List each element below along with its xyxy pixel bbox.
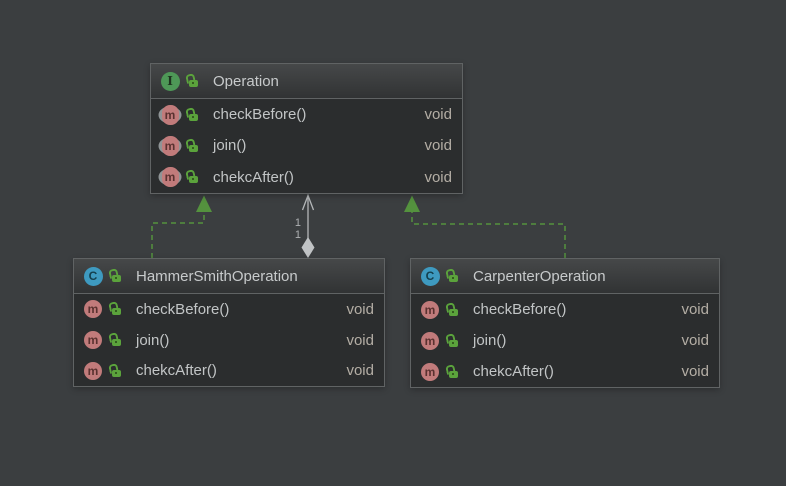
- method-row[interactable]: m chekcAfter() void: [74, 355, 384, 386]
- class-icon: C: [418, 266, 442, 286]
- public-visibility-icon: [185, 106, 200, 122]
- method-name: checkBefore(): [473, 301, 567, 318]
- method-name: chekcAfter(): [136, 362, 217, 380]
- aggregation-diamond: [301, 237, 315, 258]
- class-icon: C: [81, 266, 105, 286]
- node-operation[interactable]: I Operation m checkBefore() void: [150, 63, 463, 194]
- multiplicity-label: 1: [295, 217, 301, 229]
- method-return-type: void: [424, 137, 452, 155]
- realization-dashed-line[interactable]: [151, 212, 205, 258]
- edge-realization-carpenter[interactable]: [404, 195, 566, 259]
- method-name: join(): [136, 331, 170, 349]
- method-return-type: void: [681, 332, 709, 349]
- public-visibility-icon: [108, 301, 123, 316]
- abstract-method-icon: m: [158, 104, 182, 125]
- method-icon: m: [418, 362, 442, 381]
- method-name: chekcAfter(): [213, 168, 294, 186]
- node-title: CarpenterOperation: [473, 267, 606, 285]
- method-return-type: void: [346, 300, 374, 318]
- public-visibility-icon: [445, 301, 460, 317]
- node-hammersmith-header[interactable]: C HammerSmithOperation: [74, 259, 384, 294]
- method-icon: m: [418, 300, 442, 319]
- method-row[interactable]: m checkBefore() void: [411, 294, 719, 325]
- public-visibility-icon: [445, 332, 460, 348]
- method-row[interactable]: m join() void: [411, 325, 719, 356]
- realization-triangle-arrowhead: [404, 195, 420, 212]
- public-visibility-icon: [185, 169, 200, 184]
- method-name: checkBefore(): [136, 300, 230, 318]
- node-operation-members: m checkBefore() void m join() void: [151, 99, 462, 193]
- method-name: join(): [213, 137, 247, 155]
- method-return-type: void: [424, 168, 452, 186]
- public-visibility-icon: [108, 268, 123, 283]
- edge-realization-hammersmith[interactable]: [151, 195, 212, 259]
- abstract-method-icon: m: [158, 135, 182, 156]
- method-row[interactable]: m chekcAfter() void: [151, 162, 462, 193]
- public-visibility-icon: [185, 73, 200, 88]
- method-return-type: void: [424, 106, 452, 124]
- method-name: checkBefore(): [213, 106, 307, 124]
- realization-dashed-line[interactable]: [411, 212, 566, 258]
- multiplicity-label: 1: [295, 229, 301, 241]
- abstract-method-icon: m: [158, 167, 182, 188]
- association-open-arrowhead: [301, 193, 315, 211]
- method-name: chekcAfter(): [473, 363, 554, 380]
- edge-association-aggregation[interactable]: 1 1: [295, 193, 315, 259]
- method-icon: m: [81, 331, 105, 349]
- realization-triangle-arrowhead: [196, 195, 212, 212]
- public-visibility-icon: [108, 332, 123, 347]
- node-carpenter-members: m checkBefore() void m join() void: [411, 294, 719, 387]
- method-return-type: void: [681, 363, 709, 380]
- method-icon: m: [81, 300, 105, 319]
- method-name: join(): [473, 332, 507, 349]
- node-title: HammerSmithOperation: [136, 267, 298, 285]
- method-row[interactable]: m chekcAfter() void: [411, 356, 719, 387]
- node-hammersmith-members: m checkBefore() void m join() void: [74, 294, 384, 386]
- node-hammersmith-operation[interactable]: C HammerSmithOperation m checkBefore() v…: [73, 258, 385, 387]
- method-icon: m: [81, 361, 105, 380]
- method-row[interactable]: m join() void: [74, 325, 384, 356]
- node-operation-header[interactable]: I Operation: [151, 64, 462, 99]
- public-visibility-icon: [185, 138, 200, 153]
- method-icon: m: [418, 331, 442, 350]
- public-visibility-icon: [445, 268, 460, 283]
- public-visibility-icon: [445, 363, 460, 379]
- interface-icon: I: [158, 71, 182, 91]
- method-row[interactable]: m join() void: [151, 130, 462, 161]
- method-return-type: void: [681, 301, 709, 318]
- method-row[interactable]: m checkBefore() void: [151, 99, 462, 130]
- public-visibility-icon: [108, 362, 123, 378]
- node-carpenter-header[interactable]: C CarpenterOperation: [411, 259, 719, 294]
- node-title: Operation: [213, 72, 279, 90]
- method-row[interactable]: m checkBefore() void: [74, 294, 384, 325]
- method-return-type: void: [346, 362, 374, 380]
- method-return-type: void: [346, 331, 374, 349]
- node-carpenter-operation[interactable]: C CarpenterOperation m checkBefore() voi…: [410, 258, 720, 388]
